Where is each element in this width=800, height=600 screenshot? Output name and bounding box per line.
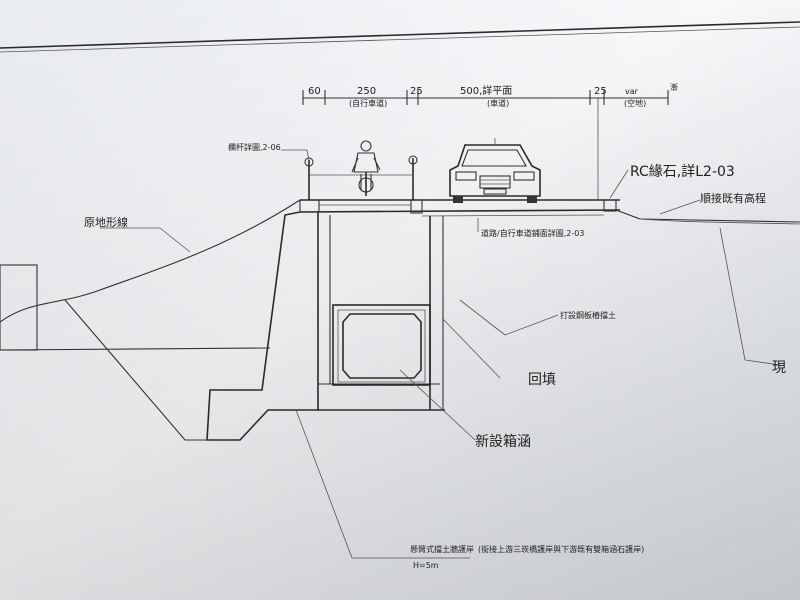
dim-250-sub: (自行車道) xyxy=(349,98,387,108)
dim-250: 250 xyxy=(357,86,376,97)
label-original-ground: 原地形線 xyxy=(84,215,128,229)
ground-line-right xyxy=(639,218,800,225)
car-icon xyxy=(449,138,541,203)
label-retaining-note: (銜接上游三崁橋護岸與下游既有雙箱涵石護岸) xyxy=(478,544,644,554)
dim-25-b: 25 xyxy=(594,86,607,97)
dim-60: 60 xyxy=(308,86,321,97)
label-wall-height: H=5m xyxy=(413,561,439,570)
label-new-box-culvert: 新設箱涵 xyxy=(475,434,531,450)
dim-500: 500,詳平面 xyxy=(460,84,512,97)
sheet-border-line-inner xyxy=(0,26,800,53)
new-box-culvert xyxy=(332,304,431,386)
label-connect-existing: 順接既有高程 xyxy=(700,191,766,205)
cyclist-icon xyxy=(351,140,381,196)
label-backfill: 回填 xyxy=(528,372,556,388)
label-edge-text: 現 xyxy=(772,360,786,376)
dimension-chain: 60 250 (自行車道) 25 500,詳平面 (車道) 25 var (空地… xyxy=(302,83,678,200)
existing-structure-left xyxy=(0,264,271,351)
label-railing: 欄杆詳圖,2-06 xyxy=(228,142,281,152)
dim-500-sub: (車道) xyxy=(487,98,509,108)
cantilever-retaining-wall xyxy=(64,211,445,441)
curb-middle xyxy=(410,199,423,214)
label-pavement: 道路/自行車道鋪面詳圖,2-03 xyxy=(481,228,584,238)
road-deck xyxy=(299,199,800,223)
existing-ground-right xyxy=(719,227,781,366)
dim-end-note: 漸 xyxy=(670,83,678,92)
label-rc-curb: RC緣石,詳L2-03 xyxy=(630,164,735,180)
curb-right xyxy=(603,199,617,212)
label-sheet-pile: 打設鋼板樁擋土 xyxy=(560,310,616,320)
original-ground-line xyxy=(0,199,301,323)
dim-var-sub: (空地) xyxy=(624,98,646,108)
leader-lines xyxy=(100,149,701,559)
dim-var: var xyxy=(625,87,639,96)
label-retaining-wall: 懸臂式擋土牆護岸 xyxy=(410,544,474,554)
sheet-border-line xyxy=(0,21,800,49)
dim-25-a: 25 xyxy=(410,86,423,97)
